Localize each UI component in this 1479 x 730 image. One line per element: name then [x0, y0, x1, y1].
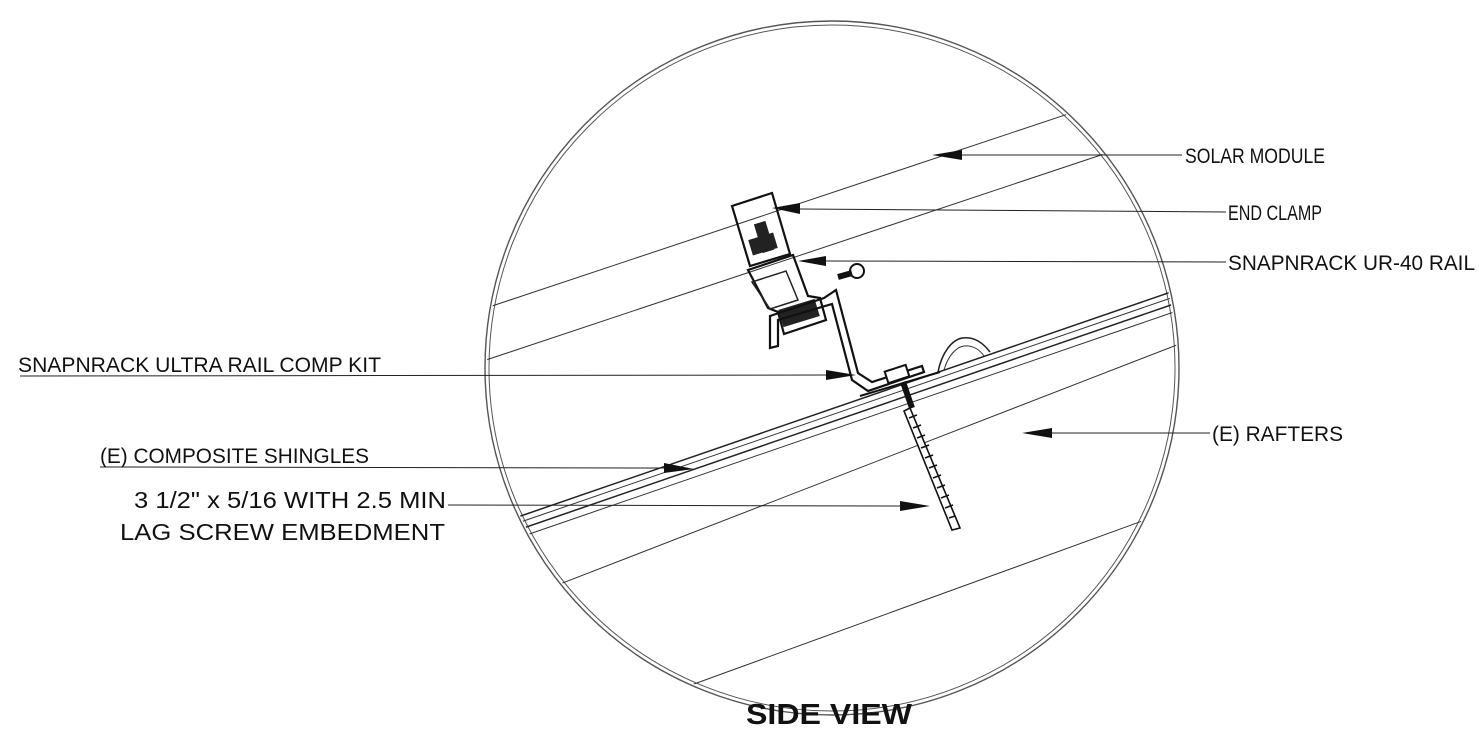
lag-screw-label-line2: LAG SCREW EMBEDMENT — [120, 519, 445, 545]
lag-screw — [900, 381, 962, 531]
solar-module-arrow — [932, 150, 962, 160]
shingle-line-4 — [487, 302, 1177, 552]
lag-screw-arrow — [900, 501, 930, 511]
diagram-title: SIDE VIEW — [746, 699, 913, 730]
rail-inner — [750, 270, 800, 310]
flashing-hood — [937, 336, 991, 373]
end-clamp-label: END CLAMP — [1228, 202, 1322, 225]
detail-circle — [484, 20, 1180, 716]
clamp-nut — [748, 232, 778, 256]
flashing-plate — [859, 371, 941, 397]
solar-module-label: SOLAR MODULE — [1185, 145, 1325, 168]
roof-section-lines — [487, 69, 1177, 701]
shingles-label: (E) COMPOSITE SHINGLES — [100, 445, 369, 468]
shingle-line-1 — [487, 281, 1177, 531]
module-bottom-line — [487, 121, 1177, 363]
comp-kit-label: SNAPNRACK ULTRA RAIL COMP KIT — [18, 354, 381, 377]
rafter-bottom-line — [649, 499, 1177, 701]
rafters-label: (E) RAFTERS — [1212, 423, 1343, 446]
sheathing-line — [487, 335, 1177, 616]
mount-hardware — [730, 191, 962, 531]
end-clamp — [730, 191, 792, 268]
comp-kit-arrow — [826, 370, 856, 380]
leader-lines — [19, 150, 1227, 511]
rail-arrow — [798, 256, 826, 266]
flashing-hood-inner — [943, 345, 985, 371]
shingle-line-3 — [487, 294, 1177, 544]
shingles-arrow — [664, 463, 694, 473]
rafters-arrow — [1022, 428, 1052, 438]
end-clamp-arrow — [772, 203, 800, 214]
shingle-line-2 — [487, 287, 1177, 537]
lag-screw-label-line1: 3 1/2" x 5/16 WITH 2.5 MIN — [134, 487, 446, 513]
lag-bolt-head — [883, 363, 911, 385]
side-bolt-shaft — [837, 270, 853, 280]
rail-label: SNAPNRACK UR-40 RAIL — [1228, 252, 1475, 275]
